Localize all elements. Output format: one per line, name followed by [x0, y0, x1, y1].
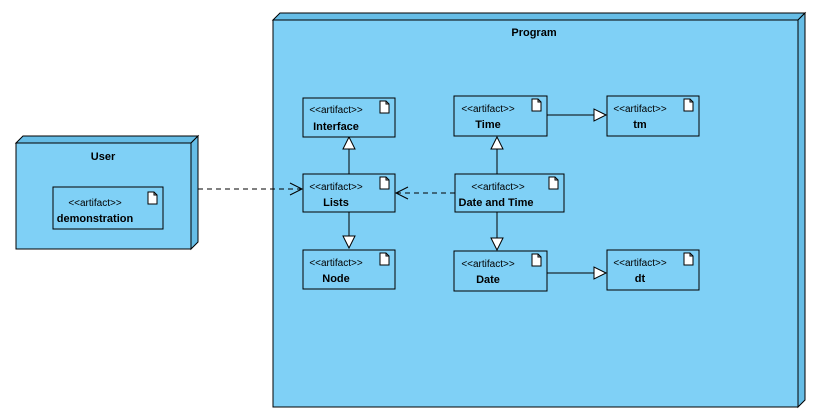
dependency-dateandtime-lists[interactable] [394, 186, 455, 200]
document-icon [379, 176, 390, 190]
artifact-stereotype: <<artifact>> [461, 104, 515, 115]
artifact-lists[interactable]: <<artifact>> Lists [302, 173, 396, 213]
program-node-top [271, 12, 807, 21]
generalization-dateandtime-time[interactable] [490, 135, 504, 174]
artifact-name: Date and Time [459, 197, 534, 209]
program-node-face [272, 19, 799, 408]
generalization-dateandtime-date[interactable] [490, 212, 504, 252]
artifact-stereotype: <<artifact>> [471, 182, 525, 193]
artifact-stereotype: <<artifact>> [309, 105, 363, 116]
generalization-lists-node[interactable] [342, 212, 356, 250]
dependency-demonstration-lists[interactable] [198, 182, 304, 196]
document-icon [531, 98, 542, 112]
artifact-name: Lists [323, 197, 349, 209]
generalization-date-dt[interactable] [547, 266, 608, 280]
document-icon [379, 252, 390, 266]
program-node-side [797, 11, 806, 409]
artifact-name: tm [633, 119, 647, 131]
program-node[interactable]: Program [271, 11, 807, 409]
artifact-name: Time [475, 119, 500, 131]
user-node-top [14, 135, 200, 144]
artifact-stereotype: <<artifact>> [68, 198, 122, 209]
user-node-side [190, 134, 199, 251]
user-node-title: User [91, 151, 116, 163]
artifact-demonstration[interactable]: <<artifact>> demonstration [52, 186, 164, 230]
artifact-time[interactable]: <<artifact>> Time [453, 95, 548, 137]
artifact-date[interactable]: <<artifact>> Date [453, 250, 548, 292]
artifact-interface[interactable]: <<artifact>> Interface [302, 97, 396, 138]
artifact-name: Interface [313, 121, 359, 133]
artifact-node[interactable]: <<artifact>> Node [302, 249, 396, 290]
artifact-stereotype: <<artifact>> [613, 104, 667, 115]
artifact-name: demonstration [57, 213, 134, 225]
document-icon [548, 176, 559, 190]
artifact-stereotype: <<artifact>> [613, 258, 667, 269]
generalization-time-tm[interactable] [547, 108, 608, 122]
connectors [198, 108, 608, 280]
artifact-stereotype: <<artifact>> [309, 182, 363, 193]
artifact-name: Node [322, 273, 350, 285]
generalization-lists-interface[interactable] [342, 135, 356, 174]
artifact-name: Date [476, 274, 500, 286]
document-icon [379, 100, 390, 114]
document-icon [531, 253, 542, 267]
document-icon [147, 191, 158, 205]
artifact-dt[interactable]: <<artifact>> dt [606, 249, 700, 291]
artifact-name: dt [635, 273, 646, 285]
artifact-stereotype: <<artifact>> [461, 259, 515, 270]
document-icon [683, 98, 694, 112]
artifact-date-and-time[interactable]: <<artifact>> Date and Time [454, 173, 565, 213]
artifact-tm[interactable]: <<artifact>> tm [606, 95, 700, 137]
program-node-title: Program [511, 27, 556, 39]
artifact-stereotype: <<artifact>> [309, 258, 363, 269]
document-icon [683, 252, 694, 266]
